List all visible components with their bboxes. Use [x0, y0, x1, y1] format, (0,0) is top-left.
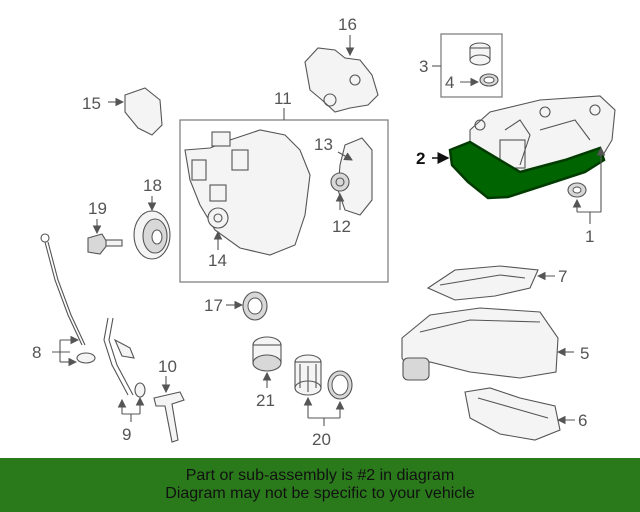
part-17-seal[interactable]: [226, 291, 268, 321]
part-2-gasket-highlight[interactable]: [448, 140, 606, 200]
part-15-bracket[interactable]: [108, 87, 163, 136]
part-3-box: [432, 33, 503, 98]
banner-line-2: Diagram may not be specific to your vehi…: [165, 485, 475, 502]
callout-11[interactable]: 11: [274, 89, 292, 108]
part-16-cover[interactable]: [304, 35, 379, 113]
part-6-lower-pan[interactable]: [464, 387, 575, 441]
callout-9[interactable]: 9: [122, 425, 131, 444]
callout-6[interactable]: 6: [578, 411, 587, 430]
callout-4[interactable]: 4: [445, 73, 454, 92]
part-5-oil-pan[interactable]: [401, 307, 574, 381]
callout-20[interactable]: 20: [312, 430, 331, 449]
callout-14[interactable]: 14: [208, 251, 227, 270]
callout-18[interactable]: 18: [143, 176, 162, 195]
callout-5[interactable]: 5: [580, 344, 589, 363]
part-19-bolt[interactable]: [87, 219, 123, 255]
callout-1[interactable]: 1: [585, 227, 594, 246]
part-7-baffle[interactable]: [426, 265, 555, 301]
callout-16[interactable]: 16: [338, 15, 357, 34]
callout-13[interactable]: 13: [314, 135, 333, 154]
part-8-dipstick[interactable]: [40, 233, 96, 367]
callout-10[interactable]: 10: [158, 357, 177, 376]
part-18-pulley[interactable]: [133, 196, 171, 260]
callout-3[interactable]: 3: [419, 57, 428, 76]
banner-line-1: Part or sub-assembly is #2 in diagram: [185, 467, 455, 484]
part-11-box: [179, 108, 389, 283]
callout-21[interactable]: 21: [256, 391, 275, 410]
callout-17[interactable]: 17: [204, 296, 223, 315]
info-banner: Part or sub-assembly is #2 in diagram Di…: [0, 458, 640, 512]
part-9-tube[interactable]: [103, 317, 146, 422]
callout-2[interactable]: 2: [416, 149, 425, 168]
callout-19[interactable]: 19: [88, 199, 107, 218]
callout-15[interactable]: 15: [82, 94, 101, 113]
part-21-filter-cap[interactable]: [252, 336, 282, 388]
callout-12[interactable]: 12: [332, 217, 351, 236]
part-20-filter[interactable]: [294, 354, 353, 426]
parts-diagram: 16 15 11 13 12 14 3 4: [32, 15, 616, 449]
callout-8[interactable]: 8: [32, 343, 41, 362]
callout-7[interactable]: 7: [558, 267, 567, 286]
part-10-bracket[interactable]: [153, 376, 185, 443]
part-1-seal[interactable]: [567, 146, 606, 224]
